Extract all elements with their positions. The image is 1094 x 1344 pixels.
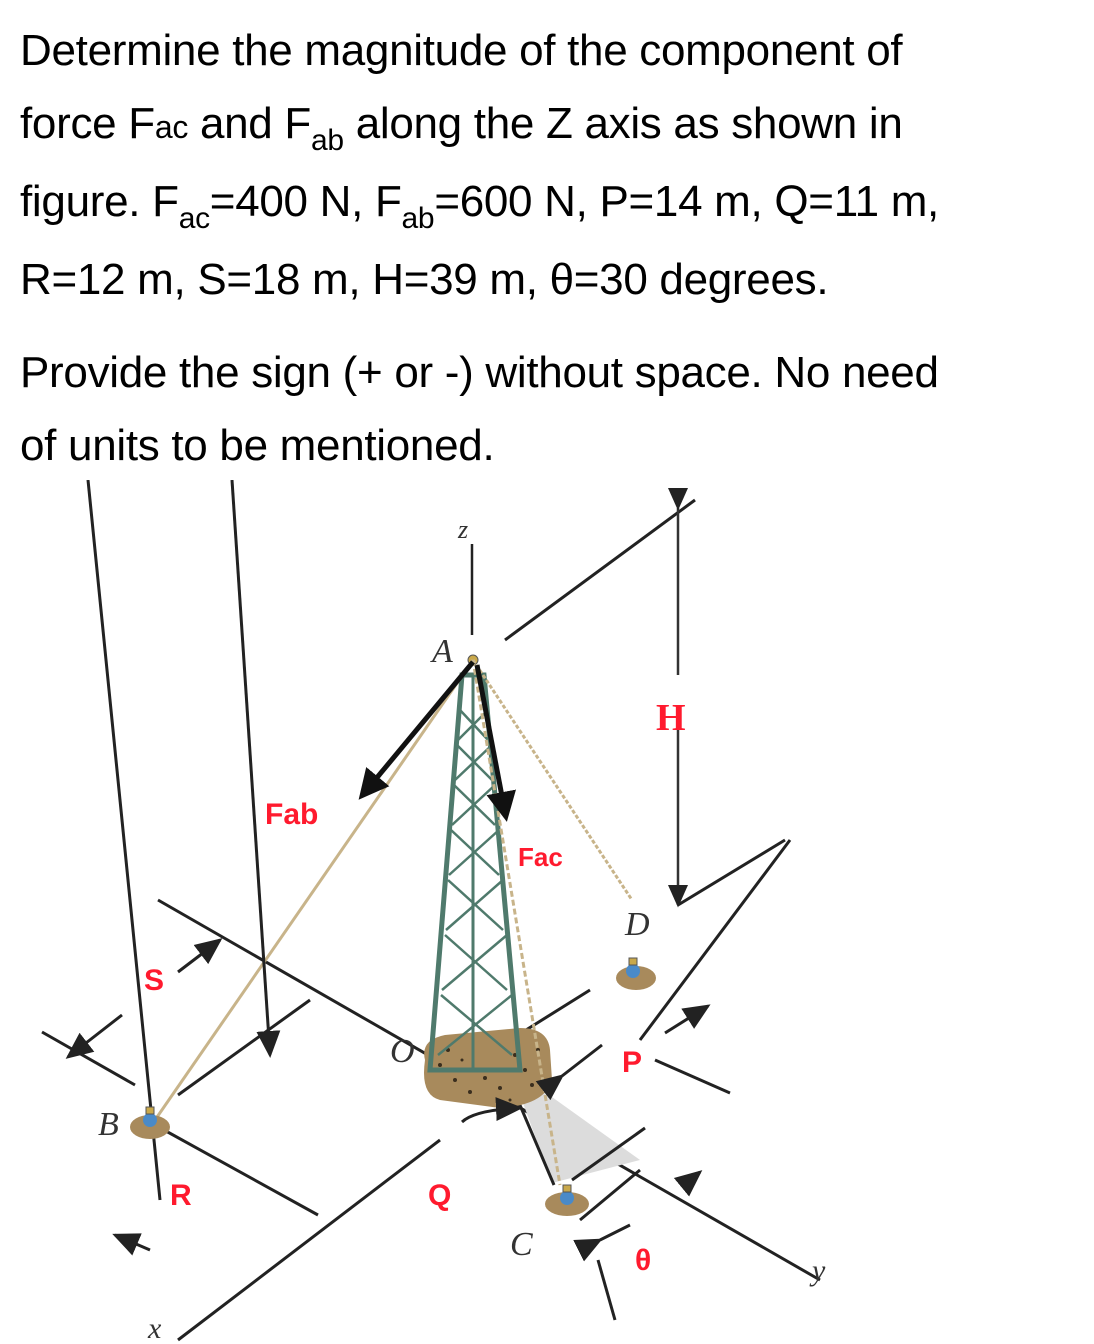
d-ground-line (677, 838, 786, 907)
text-span: figure. F (20, 177, 179, 226)
p-dimension-label: P (622, 1046, 642, 1079)
tower-diagram: z A B O D C x y Fab Fac H S R Q P θ (41, 480, 826, 1344)
question-text: Determine the magnitude of the component… (20, 14, 1080, 482)
question-line-4: R=12 m, S=18 m, H=39 m, θ=30 degrees. (20, 255, 829, 304)
fab-subscript: ab (310, 124, 344, 157)
z-axis-label: z (457, 515, 468, 544)
force-fab-arrow (358, 660, 475, 800)
tower-figure: z A B O D C x y Fab Fac H S R Q P θ (0, 480, 1094, 1344)
fac-subscript: ac (178, 202, 210, 235)
lattice-tower (427, 654, 523, 1073)
point-a-label: A (430, 633, 453, 670)
question-line-1: Determine the magnitude of the component… (20, 26, 903, 75)
h-dimension-label: H (656, 697, 686, 739)
q-dimension-label: Q (428, 1179, 451, 1212)
point-c-label: C (510, 1226, 533, 1263)
anchor-c (545, 1184, 589, 1216)
text-span: force F (20, 99, 155, 148)
fab-subscript: ab (401, 202, 435, 235)
text-span: =600 N, P=14 m, Q=11 m, (434, 177, 939, 226)
s-dimension-label: S (144, 964, 164, 997)
instruction-line-2: of units to be mentioned. (20, 421, 495, 470)
y-axis-label: y (809, 1254, 826, 1287)
point-o-label: O (390, 1033, 415, 1070)
anchor-b (130, 1106, 170, 1139)
cable-ab (153, 659, 475, 1121)
fab-label: Fab (265, 798, 318, 831)
question-paragraph: Determine the magnitude of the component… (20, 14, 1080, 316)
text-span: along the Z axis as shown in (343, 99, 903, 148)
c-perpendicular-line (571, 1126, 646, 1182)
instruction-line-1: Provide the sign (+ or -) without space.… (20, 348, 939, 397)
x-axis-label: x (147, 1312, 162, 1344)
force-fac-arrow (474, 664, 516, 822)
point-d-label: D (624, 906, 650, 943)
theta-label: θ (635, 1244, 651, 1277)
r-dimension-label: R (170, 1179, 192, 1212)
fac-label: Fac (518, 842, 563, 872)
instruction-paragraph: Provide the sign (+ or -) without space.… (20, 336, 1080, 482)
text-span: and F (188, 99, 311, 148)
anchor-d (616, 957, 656, 990)
fac-inline: ac (154, 109, 189, 145)
point-b-label: B (98, 1106, 119, 1143)
text-span: =400 N, F (209, 177, 402, 226)
dimension-arrows (65, 480, 711, 1262)
